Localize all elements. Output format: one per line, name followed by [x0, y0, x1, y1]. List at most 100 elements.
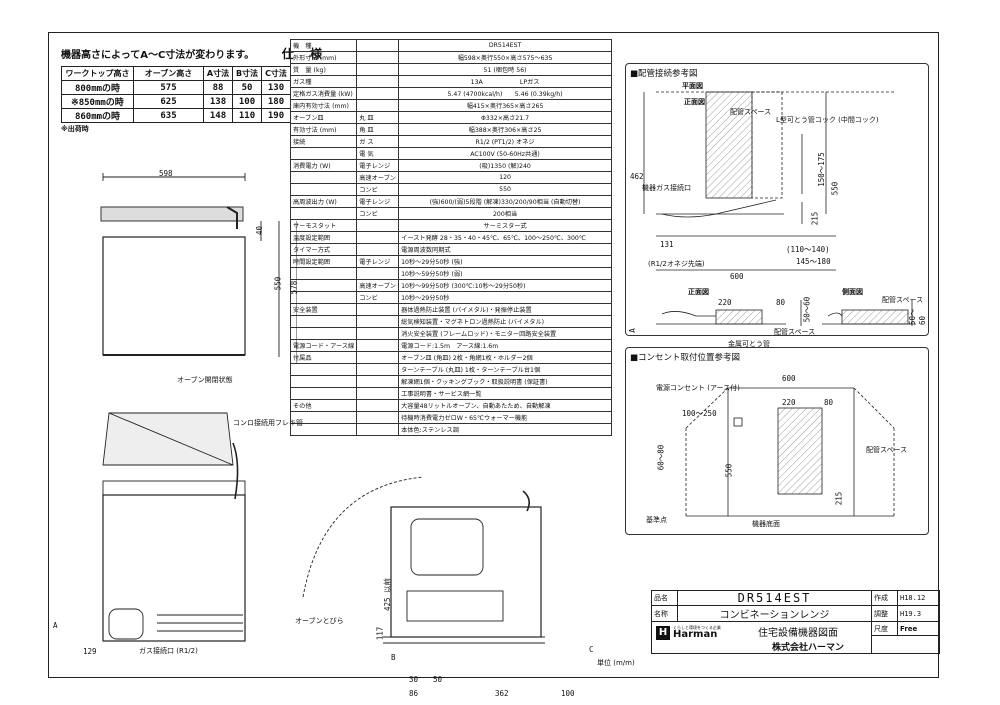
- dim-550: 550: [724, 463, 734, 478]
- spec-row: 消火安全装置 (フレームロッド)・モニター回路安全装置: [289, 327, 612, 340]
- spec-row: 解凍網1個・クッキングブック・取扱説明書 (保証書): [289, 375, 612, 388]
- spec-value: 10秒～99分50秒 (300℃:10秒～29分50秒): [398, 279, 612, 292]
- dim-550: 550: [830, 181, 840, 196]
- spec-sublabel: [356, 63, 400, 76]
- spec-value: 120: [398, 171, 612, 184]
- abc-cell: 100: [232, 94, 262, 109]
- bottom-label: 機器底面: [752, 520, 780, 528]
- abc-note: ※出荷時: [61, 125, 89, 133]
- dim-425: 425 以前: [383, 577, 393, 612]
- spec-sublabel: [356, 411, 400, 424]
- abc-cell: 860mmの時: [61, 108, 134, 123]
- dim-578: 578: [289, 280, 299, 295]
- dim-117: 117: [375, 626, 385, 641]
- thread-label: (R1/2オネジ先端): [648, 260, 705, 268]
- name-label: 名称: [651, 605, 678, 622]
- spec-value: オーブン皿 (角皿) 2枚・角網1枚・ホルダー2個: [398, 351, 612, 364]
- spec-row: 高周波出力 (W)電子レンジ(強)600/(弱)5段階 (解凍)330/200/…: [289, 195, 612, 208]
- dim-600: 600: [730, 272, 744, 281]
- spec-value: 大容量48リットルオーブン、自動あたため、自動解凍: [398, 399, 612, 412]
- spec-label: 付属品: [289, 351, 358, 364]
- spec-sublabel: [356, 219, 400, 232]
- spec-label: [289, 279, 358, 292]
- spec-row: 待機時消費電力ゼロW・65℃ウォーマー機能: [289, 411, 612, 424]
- spec-value: 本体色:ステンレス調: [398, 423, 612, 436]
- spec-row: 定格ガス消費量 (kW)5.47 (4700kcal/h) 5.46 (0.39…: [289, 87, 612, 100]
- brand-logo: H くらしと環境をつくる企業 Harman: [656, 625, 721, 640]
- spec-label: [289, 327, 358, 340]
- spec-label: [289, 387, 358, 400]
- dim-60-80: 60～80: [656, 444, 666, 471]
- dim-100-250: 100～250: [682, 409, 717, 418]
- scale-label: 尺度: [871, 621, 898, 636]
- dim-462: 462: [630, 172, 644, 181]
- spec-label: サーモスタット: [289, 219, 358, 232]
- dim-150-175: 150～175: [816, 152, 826, 187]
- spec-value: 工事説明書・サービス網一覧: [398, 387, 612, 400]
- abc-header: C寸法: [261, 66, 291, 81]
- plan-label: 正面図: [684, 98, 705, 106]
- spec-label: 外形寸法 (mm): [289, 51, 358, 64]
- pipe-diagram: [643, 91, 916, 326]
- front-elevation-bottom: [102, 412, 246, 642]
- dim-598: 598: [159, 169, 173, 178]
- pipe-space-label-2: 配管スペース: [774, 328, 816, 336]
- brand-mark-icon: H: [656, 625, 670, 640]
- spec-row: 外形寸法 (mm)幅598×奥行550×高さ575～635: [289, 51, 612, 64]
- spec-value: (強)600/(弱)5段階 (解凍)330/200/90相当 (自動切替): [398, 195, 612, 208]
- dim-600: 600: [782, 374, 796, 383]
- dim-50: 50: [433, 675, 443, 684]
- spec-value: 10秒～29分50秒 (強): [398, 255, 612, 268]
- spec-sublabel: コンビ: [356, 207, 400, 220]
- spec-value: 消火安全装置 (フレームロッド)・モニター回路安全装置: [398, 327, 612, 340]
- spec-row: 本体色:ステンレス調: [289, 423, 612, 436]
- spec-sublabel: [356, 327, 400, 340]
- spec-value: 10秒～59分50秒 (弱): [398, 267, 612, 280]
- spec-sublabel: 電子レンジ: [356, 195, 400, 208]
- dim-220: 220: [782, 398, 796, 407]
- spec-label: オーブン皿: [289, 111, 358, 124]
- spec-label: [289, 183, 358, 196]
- spec-row: 庫内有効寸法 (mm)幅415×奥行365×高さ265: [289, 99, 612, 112]
- spec-row: ターンテーブル (丸皿) 1枚・ターンテーブル台1個: [289, 363, 612, 376]
- spec-label: 庫内有効寸法 (mm): [289, 99, 358, 112]
- abc-cell: 625: [133, 94, 204, 109]
- product-name: コンビネーションレンジ: [677, 605, 872, 622]
- gas-port-label: ガス接続口 (R1/2): [139, 647, 198, 655]
- abc-cell: 180: [261, 94, 291, 109]
- spec-sublabel: 電 気: [356, 147, 400, 160]
- spec-row: 有効寸法 (mm)角 皿幅388×奥行306×高さ25: [289, 123, 612, 136]
- outlet-label: 電源コンセント (アース付): [656, 384, 740, 392]
- spec-value: サーミスター式: [398, 219, 612, 232]
- dim-30: 30: [409, 675, 419, 684]
- spec-sublabel: 高速オーブン: [356, 279, 400, 292]
- oven-open-label: オーブン開閉状態: [177, 376, 233, 384]
- created-date: H18.12: [897, 590, 940, 606]
- spec-value: (吸)1350 (解)240: [398, 159, 612, 172]
- spec-value: 解凍網1個・クッキングブック・取扱説明書 (保証書): [398, 375, 612, 388]
- dim-100: 100: [561, 689, 575, 698]
- spec-sublabel: [356, 243, 400, 256]
- spec-sublabel: [356, 363, 400, 376]
- spec-value: AC100V (50-60Hz共通): [398, 147, 612, 160]
- spec-value: DR514EST: [398, 39, 612, 52]
- revised-date: H19.3: [897, 605, 940, 622]
- spec-label: [289, 267, 358, 280]
- spec-sublabel: [356, 75, 400, 88]
- spec-row: 質 量 (kg)51 (梱包時 56): [289, 63, 612, 76]
- abc-dimension-block: 機器高さによってA～C寸法が変わります。 仕 様 ワークトップ高さ オーブン高さ…: [61, 45, 328, 134]
- pipe-space-label: 配管スペース: [730, 108, 772, 116]
- spec-row: 工事説明書・サービス網一覧: [289, 387, 612, 400]
- spec-label: タイマー方式: [289, 243, 358, 256]
- spec-row: 安全装置器体過熱防止装置 (バイメタル)・発振停止装置: [289, 303, 612, 316]
- spec-label: 有効寸法 (mm): [289, 123, 358, 136]
- title-block: 品名 DR514EST 作成 H18.12 名称 コンビネーションレンジ 調整 …: [651, 590, 940, 654]
- abc-cell: 575: [133, 80, 204, 95]
- spec-sublabel: [356, 387, 400, 400]
- spec-label: 温度設定範囲: [289, 231, 358, 244]
- dim-550: 550: [273, 276, 283, 291]
- spec-sublabel: [356, 51, 400, 64]
- spec-row: タイマー方式電源周波数同期式: [289, 243, 612, 256]
